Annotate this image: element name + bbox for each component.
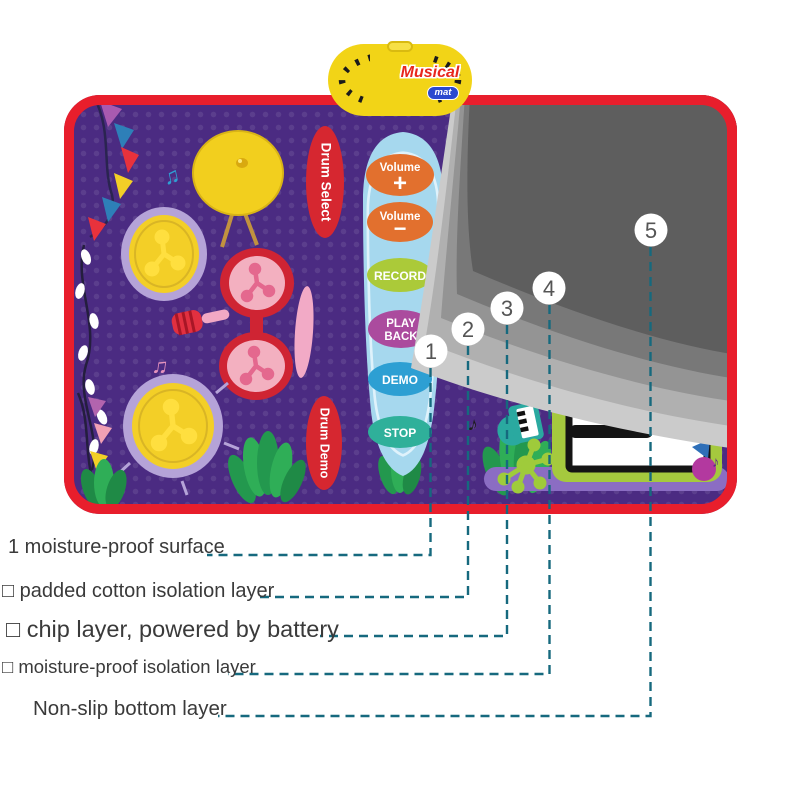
volume-plus-pad: Volume + bbox=[366, 154, 434, 197]
yellow-drum-bottom bbox=[116, 374, 240, 496]
plus-icon: + bbox=[393, 170, 407, 197]
speaker-unit: Musical mat bbox=[328, 41, 472, 116]
volume-minus-label: Volume bbox=[380, 211, 421, 223]
brand-sub: mat bbox=[426, 86, 460, 100]
music-note-purple-icon: ♪ bbox=[712, 454, 720, 471]
music-note-black-icon: ♪ bbox=[466, 413, 480, 437]
brand-badge: Musical mat bbox=[390, 64, 470, 100]
drum-demo-label: Drum Demo bbox=[318, 408, 332, 479]
deco-magenta-circle bbox=[692, 457, 716, 481]
callout-label-1: 1 moisture-proof surface bbox=[8, 536, 225, 558]
drum-select-label: Drum Select bbox=[318, 143, 333, 222]
record-label: RECORD bbox=[374, 269, 426, 283]
playback-label-2: BACK bbox=[384, 331, 418, 343]
stop-pad: STOP bbox=[368, 416, 432, 448]
drum-demo-pad: Drum Demo bbox=[306, 396, 342, 490]
drum-select-pad: Drum Select bbox=[306, 126, 344, 238]
bunting-flags bbox=[88, 96, 139, 241]
yellow-drum-top bbox=[121, 207, 207, 301]
stop-label: STOP bbox=[384, 426, 416, 440]
plant-cluster-left bbox=[80, 459, 127, 509]
string-lights bbox=[75, 244, 108, 471]
demo-label: DEMO bbox=[382, 373, 418, 387]
callout-label-4: □ moisture-proof isolation layer bbox=[2, 656, 256, 677]
music-note-pink-icon: ♫ bbox=[150, 352, 170, 379]
record-pad: RECORD bbox=[367, 258, 433, 292]
minus-icon: − bbox=[394, 216, 407, 241]
shaker bbox=[171, 309, 230, 336]
drum-splat-icon bbox=[144, 229, 186, 277]
brand-name: Musical bbox=[400, 64, 460, 81]
callout-label-3: □ chip layer, powered by battery bbox=[6, 616, 339, 642]
plant-cluster-center bbox=[228, 431, 306, 504]
callout-label-2: □ padded cotton isolation layer bbox=[2, 580, 275, 602]
musical-mat: ♫ ♫ bbox=[64, 95, 737, 514]
volume-plus-label: Volume bbox=[380, 162, 421, 174]
callout-label-5: Non-slip bottom layer bbox=[33, 697, 227, 720]
folded-corner-layers bbox=[411, 95, 737, 449]
music-note-blue-icon: ♫ bbox=[161, 162, 182, 190]
cymbal bbox=[192, 130, 284, 248]
red-drums bbox=[219, 248, 314, 400]
drum-stand bbox=[294, 286, 314, 378]
playback-label-1: PLAY bbox=[386, 318, 416, 330]
speaker-tab bbox=[387, 41, 413, 52]
mat-artwork: ♫ ♫ bbox=[75, 95, 737, 509]
volume-minus-pad: Volume − bbox=[367, 202, 433, 242]
